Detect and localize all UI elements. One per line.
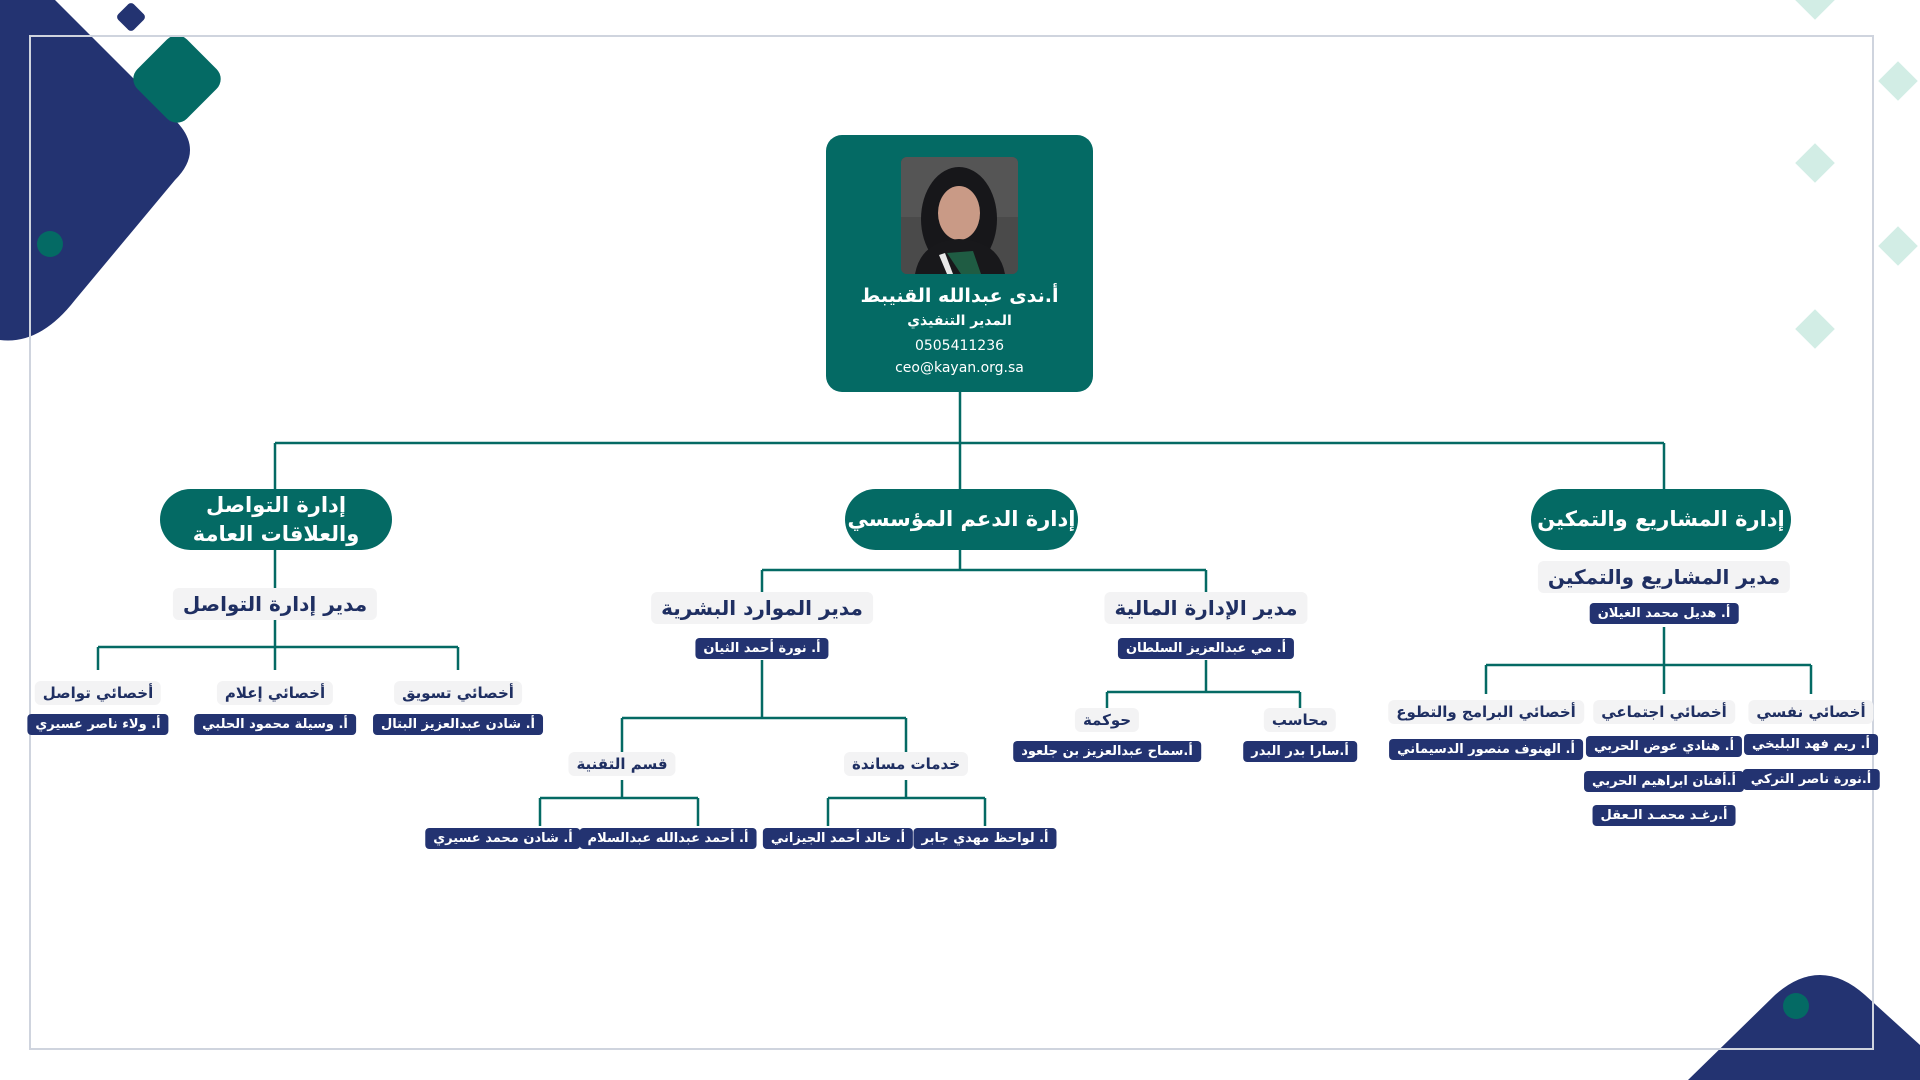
dept-support: إدارة الدعم المؤسسي <box>845 489 1078 550</box>
mint-diamond <box>1878 226 1918 266</box>
unit-title: خدمات مساندة <box>843 752 969 776</box>
ceo-card: أ.ندى عبدالله القنيبط المدير التنفيذي 05… <box>826 135 1093 392</box>
dept-communications: إدارة التواصل والعلاقات العامة <box>160 489 392 550</box>
person-name: أ. ولاء ناصر عسيري <box>27 714 169 735</box>
content-frame <box>29 35 1874 1050</box>
person-name: أ. لواحظ مهدي جابر <box>913 828 1057 849</box>
teal-dot <box>1783 993 1809 1019</box>
person-name: أ. ريم فهد البليخي <box>1744 734 1878 755</box>
manager-title-communications: مدير إدارة التواصل <box>172 588 378 620</box>
person-name: أ. خالد أحمد الجيزاني <box>762 828 914 849</box>
role-title: محاسب <box>1263 708 1337 732</box>
person-name: أ. وسيلة محمود الحلبي <box>194 714 356 735</box>
role-title: أخصائي تسويق <box>394 681 522 705</box>
role-title: أخصائي البرامج والتطوع <box>1388 700 1584 724</box>
ceo-title: المدير التنفيذي <box>907 313 1012 329</box>
teal-diamond <box>133 35 221 123</box>
small-navy-diamond <box>117 3 145 31</box>
ceo-email: ceo@kayan.org.sa <box>895 360 1024 376</box>
dept-projects: إدارة المشاريع والتمكين <box>1531 489 1791 550</box>
mint-diamond <box>1795 0 1835 20</box>
person-name: أ.أفنان ابراهيم الحربي <box>1584 771 1744 792</box>
ceo-phone: 0505411236 <box>914 338 1005 354</box>
manager-title-hr: مدير الموارد البشرية <box>651 592 873 624</box>
mint-diamond <box>1878 61 1918 101</box>
person-name: أ.رغـد محمـد الـعقل <box>1592 805 1736 826</box>
person-name: أ.سماح عبدالعزيز بن جلعود <box>1013 741 1201 762</box>
role-title: أخصائي إعلام <box>216 681 334 705</box>
person-name: أ. شادن عبدالعزيز البتال <box>373 714 543 735</box>
role-title: حوكمة <box>1074 708 1140 732</box>
unit-title: قسم التقنية <box>568 752 676 776</box>
teal-dot <box>37 231 63 257</box>
person-name: أ. شادن محمد عسيري <box>425 828 581 849</box>
person-name: أ. مي عبدالعزيز السلطان <box>1117 638 1295 659</box>
manager-title-finance: مدير الإدارة المالية <box>1104 592 1308 624</box>
ceo-name: أ.ندى عبدالله القنيبط <box>860 285 1059 307</box>
person-name: أ.سارا بدر البدر <box>1243 741 1357 762</box>
person-name: أ.نورة ناصر التركي <box>1742 769 1880 790</box>
person-name: أ. أحمد عبدالله عبدالسلام <box>579 828 757 849</box>
role-title: أخصائي تواصل <box>34 681 162 705</box>
ceo-photo <box>901 157 1018 274</box>
person-name: أ. هديل محمد الغيلان <box>1589 603 1739 624</box>
person-name: أ. الهنوف منصور الدسيماني <box>1389 739 1583 760</box>
person-name: أ. نورة أحمد الثيان <box>695 638 829 659</box>
role-title: أخصائي نفسي <box>1748 700 1874 724</box>
navy-bottom-shape <box>1688 975 1920 1080</box>
role-title: أخصائي اجتماعي <box>1593 700 1735 724</box>
person-name: أ. هنادي عوض الحربي <box>1585 736 1743 757</box>
manager-title-projects: مدير المشاريع والتمكين <box>1537 561 1791 593</box>
